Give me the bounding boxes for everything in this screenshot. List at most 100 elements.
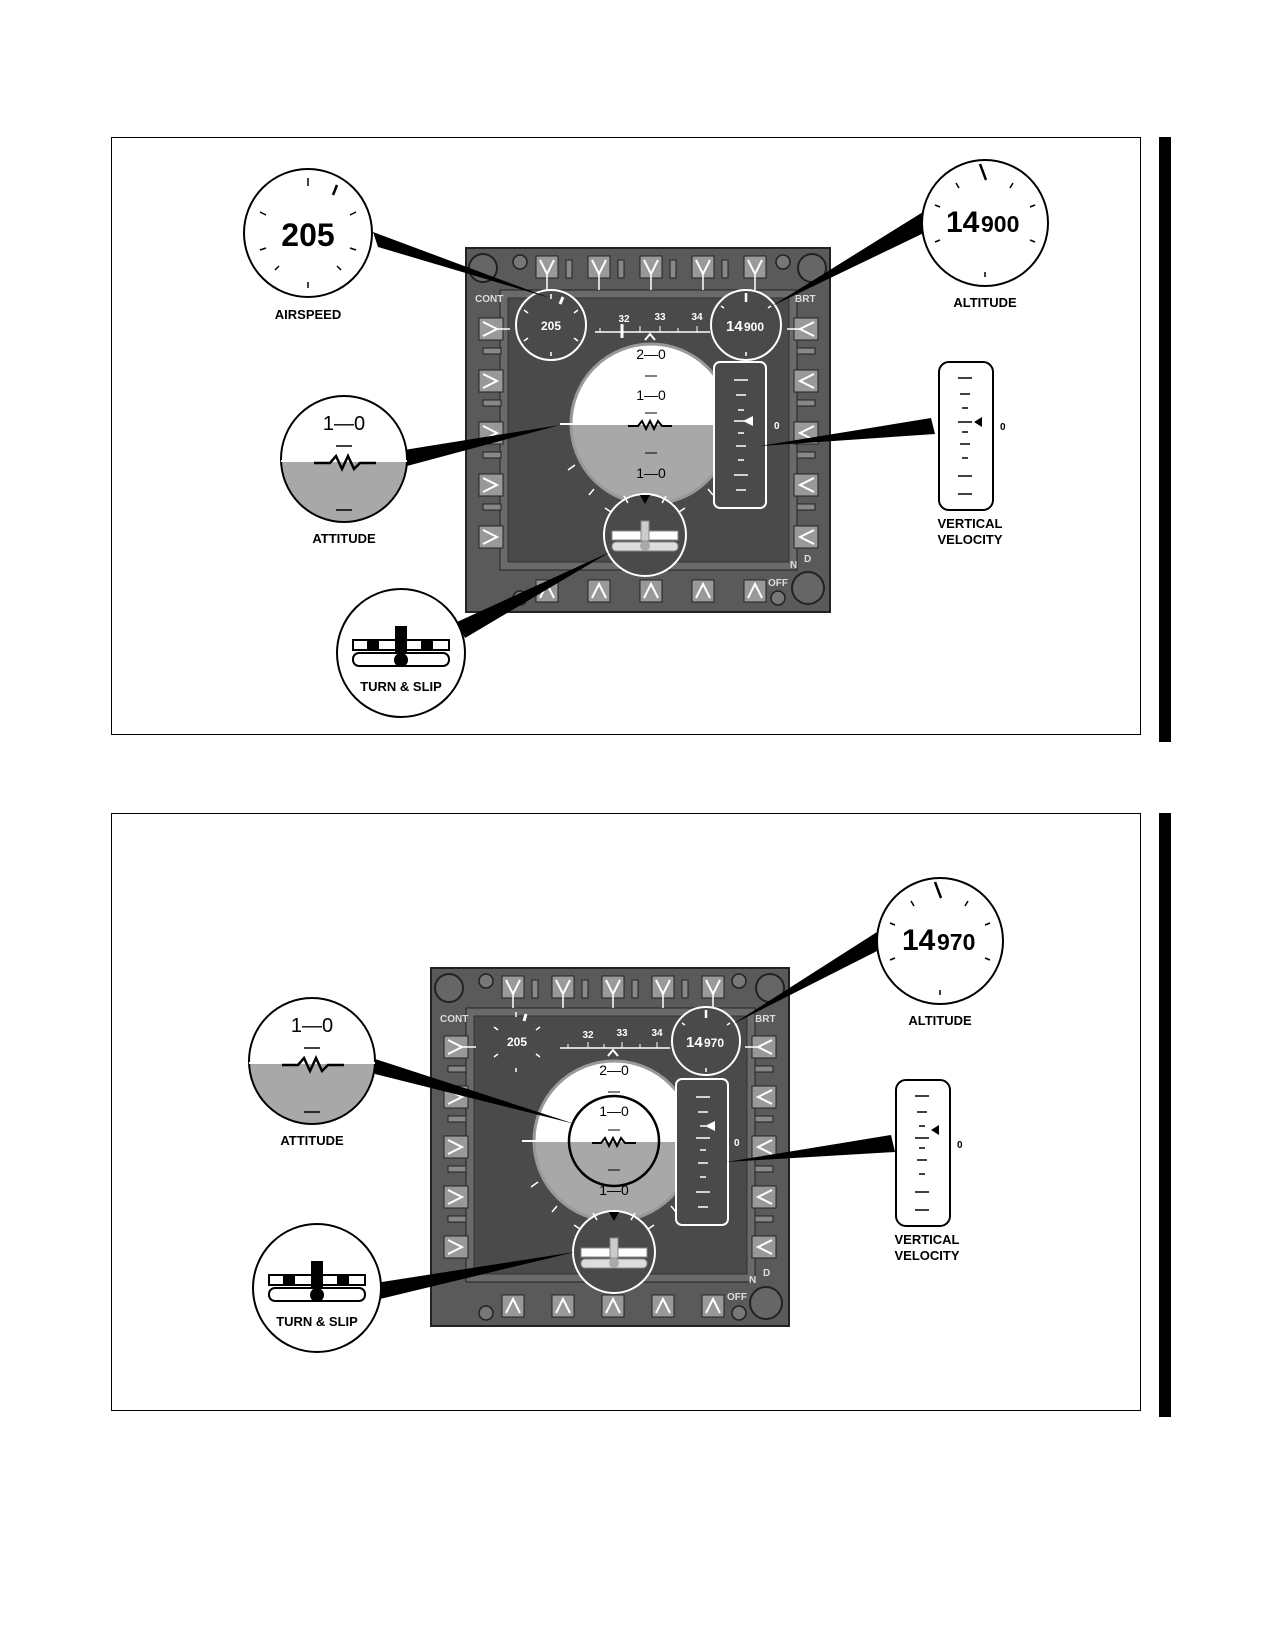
n-label: N: [749, 1275, 756, 1286]
top-button-row[interactable]: [535, 255, 767, 290]
bezel-button-l1[interactable]: [443, 1035, 476, 1059]
left-button-column[interactable]: [478, 317, 510, 549]
bezel-button-r4[interactable]: [793, 473, 819, 497]
altitude-leader: [733, 932, 883, 1024]
aircraft-symbol-icon: [628, 418, 672, 432]
bezel-button-l5[interactable]: [443, 1235, 469, 1259]
turn-slip-leader: [375, 1252, 575, 1299]
bezel-button-t2[interactable]: [587, 255, 611, 290]
bezel-button-t2[interactable]: [551, 975, 575, 1008]
altitude-label: ALTITUDE: [953, 295, 1017, 310]
bezel-button-b4[interactable]: [651, 1294, 675, 1318]
brt-label: BRT: [755, 1014, 776, 1025]
bezel-button-b4[interactable]: [691, 579, 715, 603]
bezel-button-l4[interactable]: [443, 1185, 469, 1209]
n-label: N: [790, 560, 797, 571]
bezel-button-b2[interactable]: [551, 1294, 575, 1318]
bezel-button-b2[interactable]: [587, 579, 611, 603]
cont-label: CONT: [475, 294, 503, 305]
pitch-label-mid: 1—0: [636, 387, 666, 403]
screw-icon: [478, 1305, 494, 1321]
turn-slip-label: TURN & SLIP: [360, 679, 442, 694]
altitude-label: ALTITUDE: [908, 1013, 972, 1028]
bezel-button-t5[interactable]: [743, 255, 767, 290]
bezel-button-t5[interactable]: [701, 975, 725, 1008]
turn-index-icon: [640, 495, 650, 504]
bezel-button-b5[interactable]: [743, 579, 767, 603]
airspeed-callout-value: 205: [281, 217, 334, 253]
bezel-button-r4[interactable]: [751, 1185, 777, 1209]
vv-leader: [760, 418, 935, 446]
cont-label: CONT: [440, 1014, 468, 1025]
bezel-button-b1[interactable]: [501, 1294, 525, 1318]
turn-slip-callout: TURN & SLIP: [336, 588, 466, 718]
bezel-button-t3[interactable]: [639, 255, 663, 290]
turn-index-icon: [609, 1212, 619, 1221]
bottom-button-row[interactable]: [501, 1294, 725, 1318]
bezel-button-r2[interactable]: [751, 1085, 777, 1109]
vv-leader: [726, 1135, 895, 1162]
attitude-callout: 1—0 ATTITUDE: [248, 997, 376, 1148]
altitude-callout-major: 14: [902, 924, 936, 957]
mfd-vertical-velocity: 0: [675, 1078, 740, 1226]
bezel-button-l4[interactable]: [478, 473, 504, 497]
top-button-row[interactable]: [501, 975, 725, 1008]
vv-callout-zero: 0: [1000, 422, 1006, 433]
pitch-label-bottom: 1—0: [599, 1182, 629, 1198]
heading-tick-34: 34: [691, 312, 703, 323]
corner-knob: [434, 973, 464, 1003]
screw-icon: [512, 254, 528, 270]
heading-tick-32: 32: [618, 314, 630, 325]
heading-tick-32: 32: [582, 1030, 594, 1041]
right-button-column[interactable]: [745, 1035, 777, 1259]
bezel-button-l1[interactable]: [478, 317, 510, 341]
pitch-label-bottom: 1—0: [636, 465, 666, 481]
pitch-label-top: 2—0: [636, 346, 666, 362]
vv-callout-zero: 0: [957, 1140, 963, 1151]
brightness-knob[interactable]: [791, 571, 825, 605]
screw-icon: [478, 973, 494, 989]
bezel-button-l2[interactable]: [478, 369, 504, 393]
mfd-altitude-minor: 970: [704, 1036, 724, 1050]
mfd-airspeed-value: 205: [507, 1035, 527, 1049]
bezel-button-b3[interactable]: [601, 1294, 625, 1318]
brightness-knob[interactable]: [749, 1286, 783, 1320]
bezel-button-t4[interactable]: [691, 255, 715, 290]
vv-callout: 0 VERTICAL VELOCITY: [937, 361, 1006, 547]
bezel-button-b3[interactable]: [639, 579, 663, 603]
vv-label-line2: VELOCITY: [937, 532, 1002, 547]
mfd-airspeed-value: 205: [541, 319, 561, 333]
screw-icon: [770, 590, 786, 606]
brt-label: BRT: [795, 294, 816, 305]
bezel-button-l3[interactable]: [443, 1135, 469, 1159]
heading-caret-icon: [644, 332, 656, 341]
mfd-altitude-gauge: 14 900: [710, 289, 782, 361]
bezel-button-t3[interactable]: [601, 975, 625, 1008]
bezel-button-t1[interactable]: [501, 975, 525, 1008]
bezel-button-r1[interactable]: [787, 317, 819, 341]
vv-label-line1: VERTICAL: [895, 1232, 960, 1247]
mfd-heading-tape: 32 33 34: [560, 1028, 670, 1057]
off-label: OFF: [727, 1292, 747, 1303]
mfd-heading-tape: 32 33 34: [595, 312, 710, 341]
bezel-button-r2[interactable]: [793, 369, 819, 393]
turn-slip-leader: [457, 552, 610, 638]
bezel-button-l5[interactable]: [478, 525, 504, 549]
vv-label-line2: VELOCITY: [894, 1248, 959, 1263]
bezel-button-t4[interactable]: [651, 975, 675, 1008]
mfd-airspeed-gauge: 205: [515, 289, 587, 361]
bezel-button-r5[interactable]: [793, 525, 819, 549]
screw-icon: [775, 254, 791, 270]
vv-pointer-icon: [743, 416, 753, 426]
vv-pointer-icon: [974, 417, 982, 427]
d-label: D: [804, 554, 811, 565]
bezel-button-b5[interactable]: [701, 1294, 725, 1318]
bezel-button-r5[interactable]: [751, 1235, 777, 1259]
bezel-button-t1[interactable]: [535, 255, 559, 290]
off-label: OFF: [768, 578, 788, 589]
mfd-turn-slip: [603, 493, 687, 577]
right-button-column[interactable]: [787, 317, 819, 549]
bezel-button-r1[interactable]: [745, 1035, 777, 1059]
altitude-callout-minor: 900: [981, 211, 1019, 237]
